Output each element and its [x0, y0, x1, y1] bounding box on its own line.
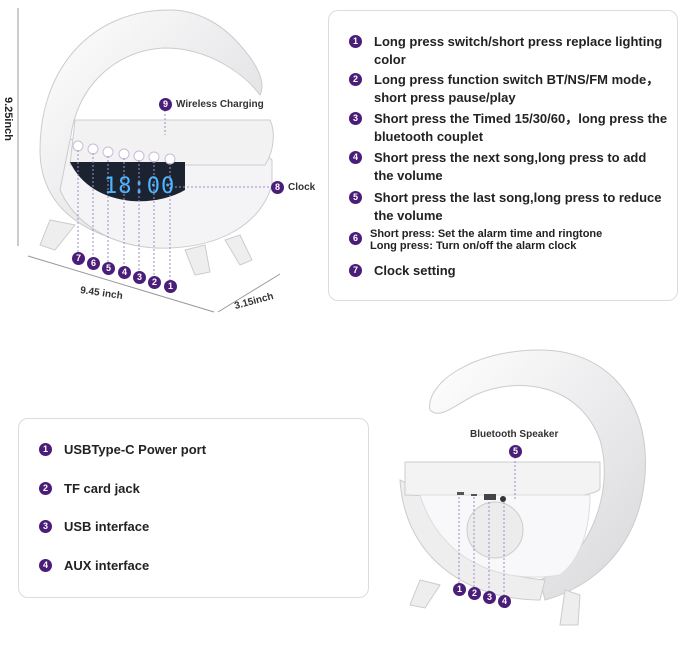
bluetooth-speaker-label: Bluetooth Speaker: [470, 429, 559, 440]
callout-badge-9: 9: [159, 98, 172, 111]
button-badge-6: 6: [87, 257, 100, 270]
port-badge-2: 2: [468, 587, 481, 600]
button-badge-5: 5: [102, 262, 115, 275]
wireless-charging-label: Wireless Charging: [176, 99, 264, 110]
button-badge-4: 4: [118, 266, 131, 279]
port-badge-1: 1: [453, 583, 466, 596]
callout-badge-8: 8: [271, 181, 284, 194]
button-badge-7: 7: [72, 252, 85, 265]
button-badge-3: 3: [133, 271, 146, 284]
front-device-illustration: [17, 8, 281, 313]
port-badge-4: 4: [498, 595, 511, 608]
port-badge-3: 3: [483, 591, 496, 604]
clock-display: 18:00: [104, 174, 176, 199]
button-badge-2: 2: [148, 276, 161, 289]
speaker-badge-5: 5: [509, 445, 522, 458]
clock-label: Clock: [288, 182, 316, 193]
height-label: 9.25inch: [1, 87, 15, 151]
button-badge-1: 1: [164, 280, 177, 293]
